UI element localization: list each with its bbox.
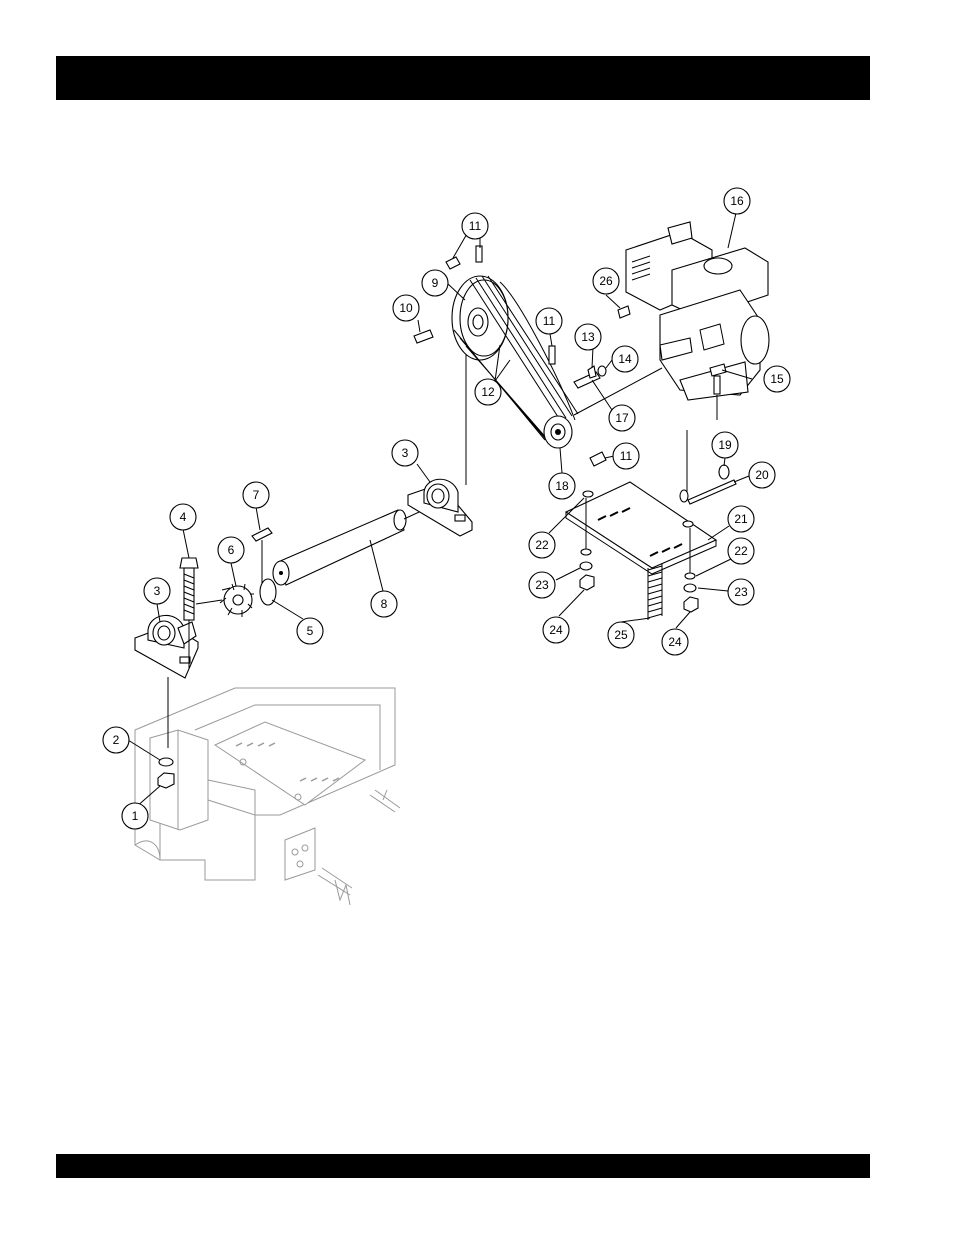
callout-13: 13: [575, 324, 601, 350]
svg-text:8: 8: [381, 597, 388, 611]
svg-text:24: 24: [549, 623, 563, 637]
svg-text:5: 5: [307, 624, 314, 638]
svg-text:1: 1: [132, 809, 139, 823]
svg-text:23: 23: [535, 578, 549, 592]
svg-text:23: 23: [734, 585, 748, 599]
engine-key-washer: [574, 366, 606, 388]
impeller: [220, 584, 254, 617]
callout-25: 25: [608, 622, 634, 648]
callout-11-mid: 11: [536, 308, 562, 334]
callout-6: 6: [218, 537, 244, 563]
svg-text:3: 3: [402, 446, 409, 460]
svg-text:6: 6: [228, 543, 235, 557]
svg-text:22: 22: [535, 538, 549, 552]
callout-22-right: 22: [728, 538, 754, 564]
callout-7: 7: [243, 482, 269, 508]
callout-20: 20: [749, 462, 775, 488]
callout-24-left: 24: [543, 617, 569, 643]
callout-23-right: 23: [728, 579, 754, 605]
svg-text:10: 10: [399, 301, 413, 315]
callout-10: 10: [393, 295, 419, 321]
engine-mount-plate: [566, 482, 716, 574]
callout-4: 4: [170, 504, 196, 530]
callout-11-top: 11: [462, 213, 488, 239]
pillow-block-bearing-right: [408, 479, 472, 536]
svg-text:4: 4: [180, 510, 187, 524]
callout-24-right: 24: [662, 629, 688, 655]
callout-26: 26: [593, 268, 619, 294]
svg-text:9: 9: [432, 276, 439, 290]
drive-shaft: [273, 510, 406, 585]
svg-text:7: 7: [253, 488, 260, 502]
svg-text:20: 20: [755, 468, 769, 482]
callout-9: 9: [422, 270, 448, 296]
callout-1: 1: [122, 803, 148, 829]
callout-8: 8: [371, 591, 397, 617]
callout-5: 5: [297, 618, 323, 644]
svg-text:19: 19: [718, 438, 732, 452]
svg-text:26: 26: [599, 274, 613, 288]
callout-23-left: 23: [529, 572, 555, 598]
svg-text:18: 18: [555, 479, 569, 493]
svg-text:11: 11: [543, 314, 556, 328]
svg-text:14: 14: [618, 352, 632, 366]
callout-17: 17: [609, 405, 635, 431]
hinge-pin: [680, 465, 736, 504]
svg-text:21: 21: [734, 512, 748, 526]
svg-text:24: 24: [668, 635, 682, 649]
hex-bolt: [180, 558, 198, 620]
pulley-and-belts: [452, 276, 578, 448]
callout-15: 15: [764, 366, 790, 392]
callout-21: 21: [728, 506, 754, 532]
svg-text:17: 17: [615, 411, 629, 425]
svg-text:13: 13: [581, 330, 595, 344]
svg-text:3: 3: [154, 584, 161, 598]
callout-3-right: 3: [392, 440, 418, 466]
svg-text:11: 11: [469, 219, 482, 233]
svg-text:25: 25: [614, 628, 628, 642]
callout-16: 16: [724, 188, 750, 214]
svg-text:22: 22: [734, 544, 748, 558]
engine: [626, 222, 769, 400]
callout-19: 19: [712, 432, 738, 458]
callout-11-low: 11: [613, 443, 639, 469]
callout-18: 18: [549, 473, 575, 499]
callout-22-left: 22: [529, 532, 555, 558]
svg-text:11: 11: [620, 449, 633, 463]
pulley-key: [414, 330, 433, 343]
callout-3-left: 3: [144, 578, 170, 604]
footer-bar: [56, 1154, 870, 1178]
svg-text:16: 16: [730, 194, 744, 208]
svg-text:12: 12: [481, 385, 495, 399]
key: [252, 528, 272, 541]
callout-2: 2: [103, 727, 129, 753]
callout-12: 12: [475, 379, 501, 405]
svg-text:2: 2: [113, 733, 120, 747]
svg-text:15: 15: [770, 372, 784, 386]
callout-14: 14: [612, 346, 638, 372]
frame-outline: [135, 688, 400, 905]
